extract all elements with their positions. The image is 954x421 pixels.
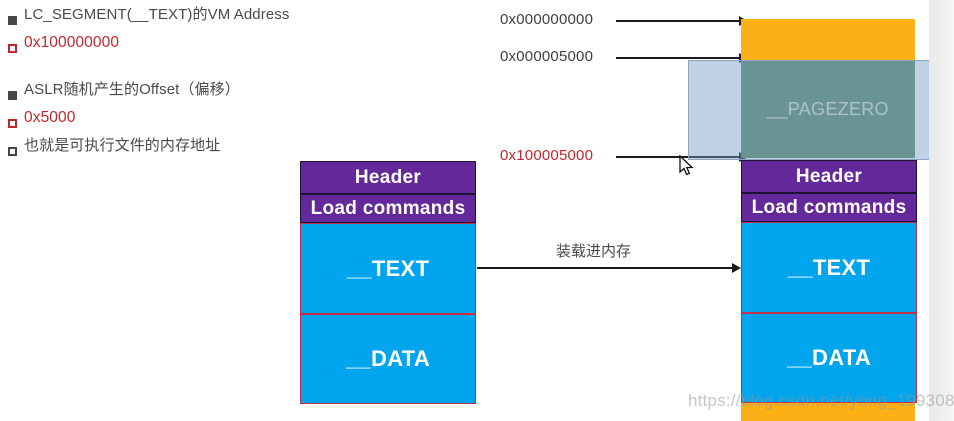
address-label-1: 0x000005000 (500, 48, 594, 65)
watermark-text: https://blog.csdn.net/yong_19930826 (688, 391, 954, 410)
filled-dark-square-icon (8, 12, 17, 31)
memory-load-commands-label: Load commands (751, 196, 907, 218)
note-text-2: ASLR随机产生的Offset（偏移） (24, 80, 240, 98)
file-load-commands-label: Load commands (310, 197, 466, 219)
file-header-label: Header (354, 166, 422, 188)
memory-header-block: Header (741, 160, 917, 193)
file-text-segment-label: __TEXT (346, 255, 430, 281)
address-label-0: 0x000000000 (500, 11, 594, 28)
memory-orange-bottom-block (741, 403, 915, 421)
open-red-square-icon (8, 115, 17, 134)
address-arrow-1-line (616, 57, 744, 59)
load-into-memory-label: 装载进内存 (556, 243, 632, 260)
memory-orange-top-block (741, 19, 915, 61)
note-text-4: 也就是可执行文件的内存地址 (24, 136, 221, 154)
note-text-3: 0x5000 (24, 108, 76, 126)
load-arrow-head (732, 263, 741, 273)
memory-data-segment-label: __DATA (786, 345, 872, 370)
open-dark-square-icon (8, 143, 17, 162)
memory-header-label: Header (795, 165, 863, 187)
note-item-2: ASLR随机产生的Offset（偏移） (8, 81, 288, 106)
note-text-0: LC_SEGMENT(__TEXT)的VM Address (24, 6, 290, 23)
note-text-1: 0x100000000 (24, 33, 120, 51)
right-edge-panel (929, 0, 954, 421)
memory-text-segment-block: __TEXT (741, 222, 917, 313)
note-item-4: 也就是可执行文件的内存地址 (8, 137, 288, 162)
file-header-block: Header (300, 161, 476, 194)
memory-text-segment-label: __TEXT (787, 254, 871, 280)
file-data-segment-block: __DATA (300, 314, 476, 404)
file-data-segment-label: __DATA (345, 346, 431, 371)
address-label-2: 0x100005000 (500, 147, 594, 164)
memory-pagezero-label: __PAGEZERO (767, 99, 889, 119)
memory-load-commands-block: Load commands (741, 193, 917, 222)
file-load-commands-block: Load commands (300, 194, 476, 223)
load-arrow-line (477, 267, 737, 269)
notes-list: LC_SEGMENT(__TEXT)的VM Address 0x10000000… (8, 6, 290, 162)
note-item-0: LC_SEGMENT(__TEXT)的VM Address (8, 6, 290, 31)
filled-dark-square-icon (8, 87, 17, 106)
note-item-1: 0x100000000 (8, 34, 288, 59)
note-item-3: 0x5000 (8, 109, 288, 134)
memory-pagezero-block: __PAGEZERO (741, 61, 915, 158)
open-red-square-icon (8, 40, 17, 59)
selection-overlay-rect[interactable] (688, 60, 954, 160)
address-arrow-0-line (616, 20, 744, 22)
memory-data-segment-block: __DATA (741, 313, 917, 403)
file-text-segment-block: __TEXT (300, 223, 476, 314)
